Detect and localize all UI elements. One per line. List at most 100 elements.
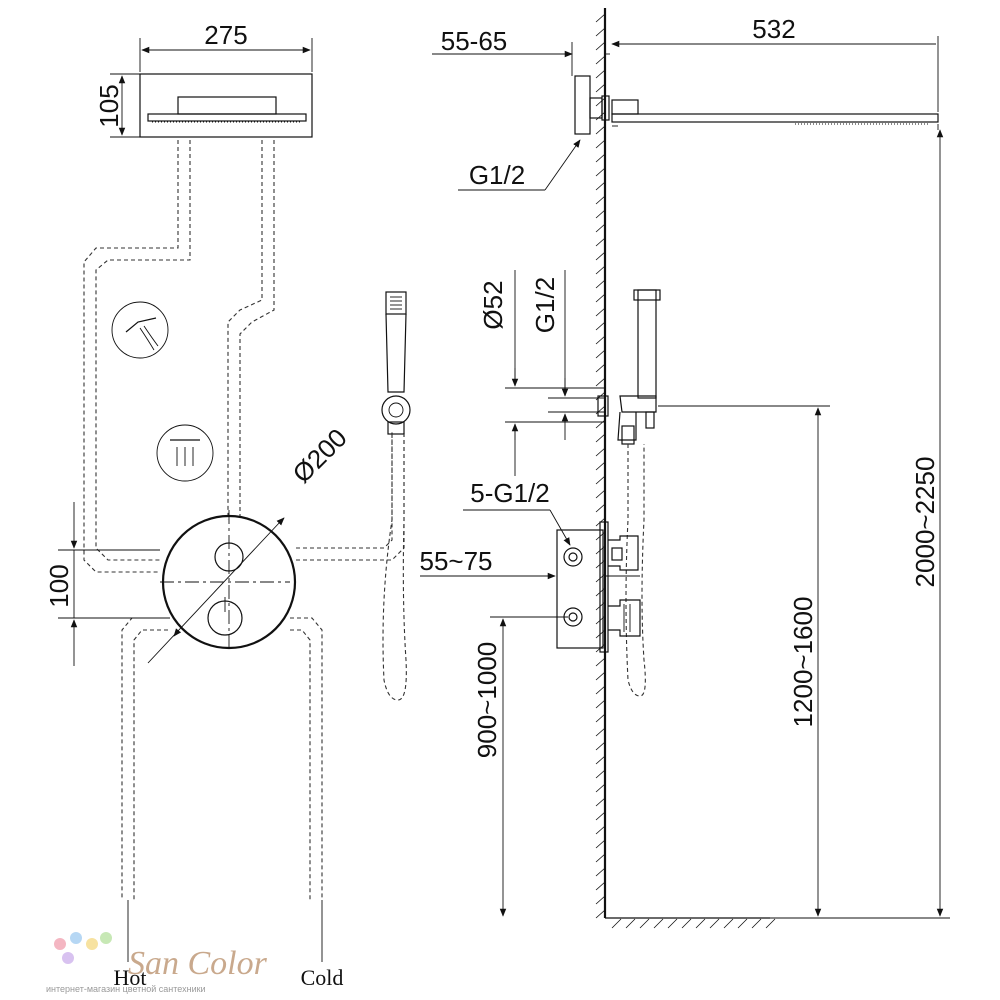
hatch-line [595,209,606,219]
hatch-line [595,433,606,443]
hatch-line [709,918,720,929]
outlet-height-dimension: 1200~1600 [658,405,830,917]
hatch-line [625,918,636,929]
hatch-line [595,839,606,849]
pipes-overhead [83,140,275,573]
hatch-line [667,918,678,929]
overhead-thread-label: G1/2 [469,160,525,190]
arm-length-label: 532 [752,14,795,44]
outlet-height-label: 1200~1600 [788,597,818,728]
hatch-line [595,55,606,65]
hatch-line [595,909,606,919]
hatch-line [595,867,606,877]
hatch-line [765,918,776,929]
rain-shower-icon [156,424,214,482]
outlet-diameter-label: Ø52 [478,280,508,329]
hatch-line [595,167,606,177]
hatch-line [595,727,606,737]
hatch-line [595,699,606,709]
logo-dot [54,938,66,950]
height-dimension: 105 [94,73,140,138]
overhead-shower-side [574,75,939,135]
hatch-line [595,419,606,429]
hatch-line [595,125,606,135]
hatch-line [595,741,606,751]
diameter-label: Ø200 [287,423,353,489]
hatch-line [595,27,606,37]
wall-offset-label: 55-65 [441,26,508,56]
wall [595,8,776,929]
hatch-line [595,41,606,51]
valve-height-dimension: 900~1000 [472,616,568,917]
hatch-line [595,139,606,149]
hatch-line [595,293,606,303]
brand-logo: San Color интернет-магазин цветной санте… [46,932,268,994]
hatch-line [595,307,606,317]
arm-length-dimension: 532 [611,14,939,112]
hatch-line [595,223,606,233]
hatch-line [653,918,664,929]
hatch-line [595,181,606,191]
spacing-label: 100 [44,564,74,607]
hatch-line [595,363,606,373]
hatch-line [595,713,606,723]
pipes-supply [121,617,323,900]
wall-hatching [595,13,606,919]
hand-shower-front [381,291,411,701]
hatch-line [595,811,606,821]
hatch-line [595,97,606,107]
floor-hatching [611,918,776,929]
valve-plate-front [160,510,297,650]
hatch-line [595,475,606,485]
logo-dot [70,932,82,944]
hatch-line [681,918,692,929]
outlet-thread-label: G1/2 [530,277,560,333]
hatch-line [595,405,606,415]
concealed-valve-side [556,521,641,653]
hatch-line [595,783,606,793]
hatch-line [639,918,650,929]
hatch-line [595,671,606,681]
hatch-line [695,918,706,929]
hatch-line [611,918,622,929]
hatch-line [595,657,606,667]
hatch-line [595,321,606,331]
hatch-line [595,69,606,79]
valve-depth-dimension: 55~75 [419,546,640,580]
hatch-line [595,83,606,93]
diameter-dimension: Ø200 [147,423,353,664]
hatch-line [595,447,606,457]
hatch-line [595,489,606,499]
hatch-line [595,111,606,121]
hatch-line [595,195,606,205]
hot-label: Hot [114,965,147,990]
supply-labels: Hot Cold [114,900,344,990]
hatch-line [595,153,606,163]
hatch-line [595,377,606,387]
hatch-line [595,461,606,471]
hatch-line [595,881,606,891]
overhead-thread-callout: G1/2 [458,139,581,191]
brand-name: San Color [128,945,268,982]
hatch-line [595,853,606,863]
overhead-shower-front [139,73,313,138]
overhead-height-label: 2000~2250 [910,457,940,588]
valve-threads-label: 5-G1/2 [470,478,550,508]
hatch-line [595,265,606,275]
side-view: 55-65 532 G1/2 [419,8,950,929]
cold-label: Cold [301,965,344,990]
outlet-dimensions: Ø52 G1/2 [478,270,605,476]
hatch-line [595,895,606,905]
hatch-line [595,349,606,359]
wall-offset-dimension: 55-65 [432,26,610,76]
valve-depth-label: 55~75 [419,546,492,576]
width-label: 275 [204,20,247,50]
hatch-line [595,335,606,345]
hatch-line [595,279,606,289]
brand-tagline: интернет-магазин цветной сантехники [46,984,206,994]
hatch-line [737,918,748,929]
logo-dot [62,952,74,964]
hatch-line [595,755,606,765]
hand-shower-icon [111,301,169,359]
